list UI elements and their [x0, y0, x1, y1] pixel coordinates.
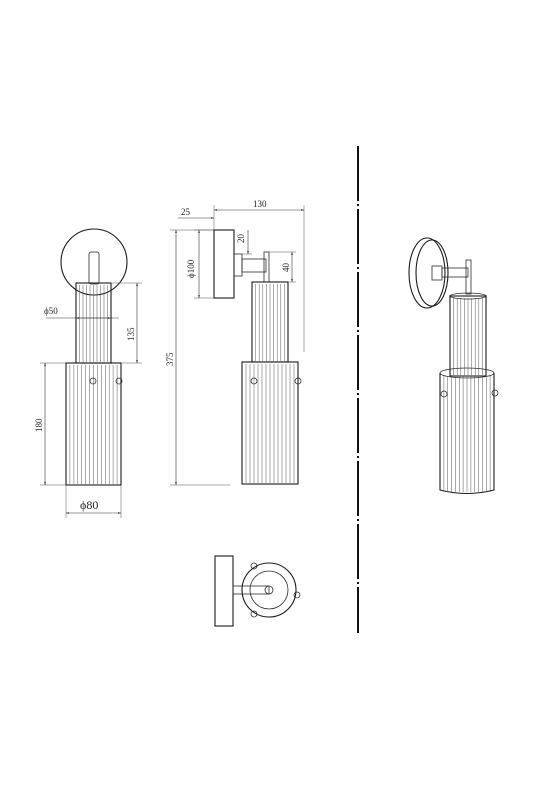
top-screw-2 — [293, 591, 301, 599]
side-shade-ribs — [245, 364, 295, 483]
persp-screw-right — [491, 389, 499, 397]
front-wall-plate — [60, 228, 128, 296]
side-shade — [241, 361, 299, 485]
front-upper-ribs — [79, 285, 108, 362]
front-screw-left — [89, 377, 97, 385]
dim-shade-diameter: ϕ80 — [80, 498, 98, 512]
side-screw-left — [250, 377, 258, 385]
persp-upper-ribs — [453, 298, 483, 375]
side-wall-plate — [213, 229, 235, 299]
dim-shade-height: 180 — [34, 418, 44, 432]
top-screw-1 — [250, 562, 258, 570]
side-upper-ribs — [255, 284, 285, 361]
dim-arm-height: 20 — [236, 234, 246, 244]
persp-shade — [439, 373, 495, 495]
front-arm-knob — [88, 251, 100, 285]
top-wall-plate — [214, 555, 234, 627]
front-screw-right — [115, 377, 123, 385]
side-arm-block — [233, 253, 243, 277]
persp-upper-tube — [449, 295, 487, 377]
dim-plate-diameter: ϕ100 — [186, 259, 196, 278]
dim-projection: 130 — [253, 199, 267, 209]
persp-wall-plate-back — [408, 237, 446, 309]
front-shade-ribs — [69, 365, 118, 484]
top-screw-3 — [250, 610, 258, 618]
persp-screw-left — [440, 390, 448, 398]
persp-arm-stem — [465, 259, 472, 295]
dim-arm-offset: 25 — [181, 207, 191, 217]
top-shade-inner — [249, 570, 289, 610]
persp-wall-plate-front — [415, 239, 449, 307]
top-shade-outer — [241, 562, 297, 618]
side-arm-stem — [263, 251, 270, 283]
dim-upper-height: 135 — [126, 327, 136, 341]
dim-arm-depth: 40 — [281, 263, 291, 273]
dim-upper-diameter: ϕ50 — [44, 306, 58, 316]
front-view: ϕ50 135 180 ϕ80 — [34, 228, 142, 518]
dim-total-height: 375 — [165, 352, 175, 366]
perspective-view — [408, 237, 499, 495]
top-socket — [264, 585, 274, 595]
persp-arm-block — [431, 265, 443, 281]
side-arm — [241, 258, 267, 273]
front-shade — [65, 362, 122, 486]
top-view — [214, 555, 301, 627]
persp-arm — [441, 267, 469, 278]
persp-shade-ribs — [443, 376, 491, 492]
side-screw-right — [294, 377, 302, 385]
side-view: 25 130 ϕ100 20 40 375 — [165, 199, 305, 486]
top-arm — [232, 585, 270, 595]
